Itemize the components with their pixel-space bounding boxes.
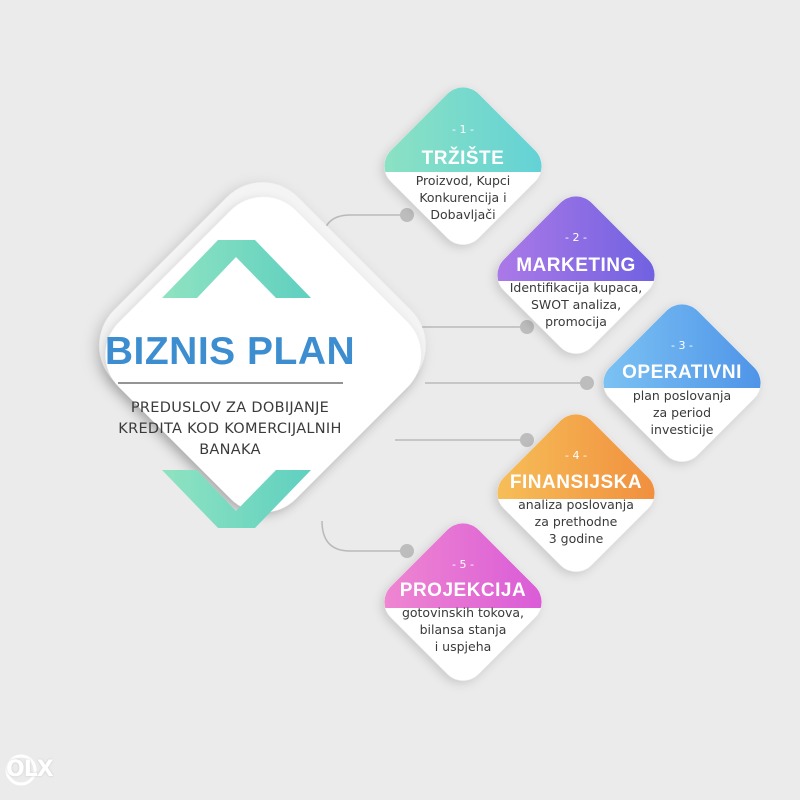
- connector-5: [321, 520, 407, 552]
- step-2-line: SWOT analiza,: [530, 297, 622, 312]
- olx-watermark: OLX: [6, 757, 54, 782]
- step-2-description: Identifikacija kupaca, SWOT analiza, pro…: [496, 279, 656, 330]
- step-4-description: analiza poslovanja za prethodne 3 godine: [501, 496, 651, 547]
- up-chevron-icon: [162, 240, 311, 298]
- step-2-line: Identifikacija kupaca,: [509, 280, 643, 295]
- step-5-title: PROJEKCIJA: [399, 580, 527, 601]
- step-5-line: i uspjeha: [434, 639, 492, 654]
- connector-dots: [400, 208, 594, 558]
- main-subtitle: PREDUSLOV ZA DOBIJANJE KREDITA KOD KOMER…: [80, 398, 380, 461]
- step-3-title: OPERATIVNI: [622, 362, 742, 383]
- step-3-line: investicije: [650, 422, 714, 437]
- olx-logo-ring: [5, 754, 37, 786]
- step-5-number: - 5 -: [452, 558, 474, 571]
- step-2-diamond: [488, 187, 664, 354]
- step-2-number: - 2 -: [565, 231, 587, 244]
- step-5-line: gotovinskih tokova,: [401, 605, 525, 620]
- step-2-title: MARKETING: [516, 255, 636, 276]
- step-3-line: plan poslovanja: [632, 388, 732, 403]
- central-diamond: [99, 182, 426, 528]
- main-title: BIZNIS PLAN: [104, 330, 356, 373]
- step-3-number: - 3 -: [671, 339, 693, 352]
- step-5-line: bilansa stanja: [419, 622, 507, 637]
- step-1-line: Dobavljači: [430, 207, 496, 222]
- step-1-number: - 1 -: [452, 123, 474, 136]
- step-4-line: za prethodne: [534, 514, 618, 529]
- step-1-line: Konkurencija i: [419, 190, 507, 205]
- step-4-number: - 4 -: [565, 449, 587, 462]
- step-3-line: za period: [652, 405, 711, 420]
- step-4-line: 3 godine: [548, 531, 604, 546]
- main-subtitle-line: BANAKA: [199, 442, 261, 458]
- down-chevron-icon: [162, 470, 311, 528]
- step-4-line: analiza poslovanja: [518, 497, 634, 512]
- main-subtitle-line: PREDUSLOV ZA DOBIJANJE: [130, 400, 330, 416]
- step-1-title: TRŽIŠTE: [421, 148, 505, 169]
- step-5-description: gotovinskih tokova, bilansa stanja i usp…: [388, 604, 538, 655]
- step-3-description: plan poslovanja za period investicije: [607, 387, 757, 438]
- main-subtitle-line: KREDITA KOD KOMERCIJALNIH: [118, 421, 342, 437]
- step-1-description: Proizvod, Kupci Konkurencija i Dobavljač…: [388, 172, 538, 223]
- step-4-title: FINANSIJSKA: [509, 472, 643, 493]
- step-1-line: Proizvod, Kupci: [415, 173, 511, 188]
- step-2-line: promocija: [545, 314, 607, 329]
